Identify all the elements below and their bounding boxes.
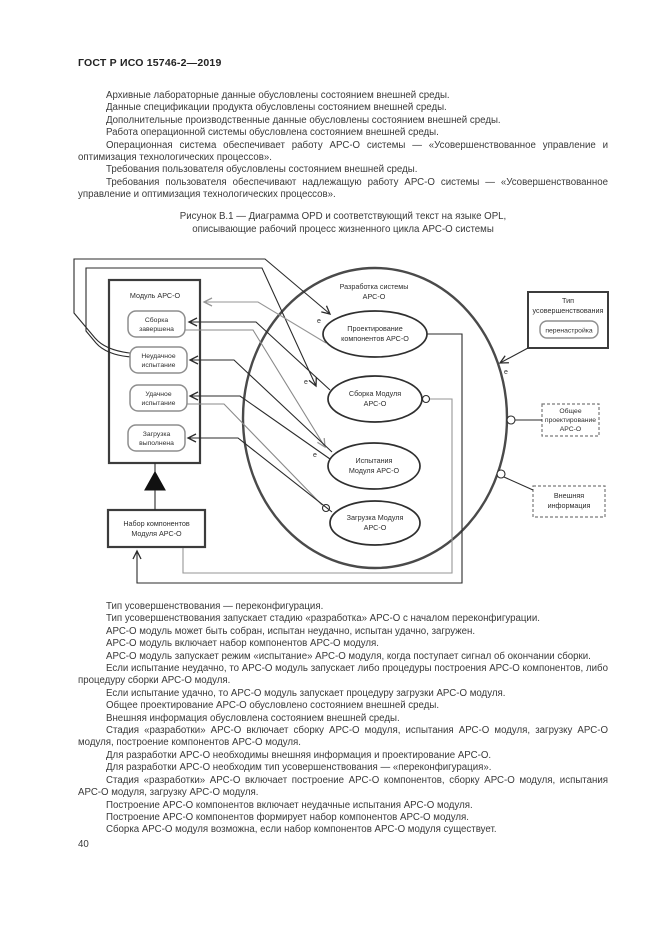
process-module-testing xyxy=(327,442,421,490)
event-label: e xyxy=(313,452,317,459)
paragraph: Архивные лабораторные данные обусловлены… xyxy=(106,90,450,101)
external-info-label: информация xyxy=(548,501,591,510)
event-label: e xyxy=(304,379,308,386)
paragraph: Требования пользователя обеспечивают над… xyxy=(78,176,608,201)
system-ellipse-label: АРС-О xyxy=(363,292,386,301)
diagram-links xyxy=(73,258,542,584)
top-text-block: Архивные лабораторные данные обусловлены… xyxy=(78,90,608,202)
page-number: 40 xyxy=(78,839,89,850)
result-link-assembly-to-complete xyxy=(187,317,331,391)
instrument-line-external-info xyxy=(503,476,534,491)
components-set-box xyxy=(106,508,207,549)
process-label: Сборка Модуля xyxy=(349,389,401,398)
aggregation-triangle xyxy=(144,470,166,491)
state-label: Загрузка xyxy=(143,431,171,438)
paragraph: Построение АРС-О компонентов формирует н… xyxy=(106,811,469,823)
paragraph: Если испытание неудачно, то АРС-О модуль… xyxy=(78,663,608,687)
paragraph: Операционная система обеспечивает работу… xyxy=(78,139,608,164)
result-link-design-to-components xyxy=(132,333,463,584)
module-box-label: Модуль АРС-О xyxy=(130,291,181,300)
state-successful-test xyxy=(129,384,188,412)
state-assembly-complete xyxy=(127,310,186,338)
general-design-label: Общее xyxy=(559,407,581,415)
instrument-circle-general-design xyxy=(506,415,516,425)
general-design-box xyxy=(541,403,600,437)
paragraph: Внешняя информация обусловлена состояние… xyxy=(106,712,400,724)
figure-caption-line1: Рисунок В.1 — Диаграмма OPD и соответств… xyxy=(179,211,507,222)
figure-caption: Рисунок В.1 — Диаграмма OPD и соответств… xyxy=(78,211,608,236)
paragraph: Стадия «разработки» АРС-О включает постр… xyxy=(78,774,608,799)
bottom-text-block: Тип усовершенствования — переконфигураци… xyxy=(78,601,608,837)
condition-link-success-to-loading xyxy=(187,403,323,506)
event-link-fail-to-design xyxy=(73,258,332,354)
process-label: Проектирование xyxy=(347,324,402,333)
components-box-label: Модуля АРС-О xyxy=(131,529,182,538)
reconfiguration-state xyxy=(539,320,599,339)
system-ellipse-label: Разработка системы xyxy=(340,282,409,291)
result-link-testing-to-fail xyxy=(188,355,333,453)
process-label: АРС-О xyxy=(364,399,387,408)
paragraph: Тип усовершенствования запускает стадию … xyxy=(106,613,540,625)
process-label: Испытания xyxy=(356,456,393,465)
paragraph: Требования пользователя обусловлены сост… xyxy=(106,164,418,176)
result-link-testing-to-success xyxy=(188,391,331,460)
paragraph: Данные спецификации продукта обусловлены… xyxy=(106,102,447,114)
process-module-assembly xyxy=(327,375,423,423)
state-failed-test xyxy=(129,346,188,374)
paragraph: Общее проектирование АРС-О обусловлено с… xyxy=(106,700,440,712)
paragraph: Работа операционной системы обусловлена … xyxy=(106,127,439,139)
state-label: Удачное xyxy=(145,391,171,398)
event-link-fail-to-assembly xyxy=(85,267,317,388)
paragraph: Построение АРС-О компонентов включает не… xyxy=(106,799,473,811)
paragraph: Тип усовершенствования — переконфигураци… xyxy=(106,601,324,612)
process-label: Загрузка Модуля xyxy=(347,513,404,522)
paragraph: АРС-О модуль запускает режим «испытание»… xyxy=(106,650,591,662)
instrument-circle-assembly xyxy=(421,394,431,404)
components-box-label: Набор компонентов xyxy=(123,519,189,528)
event-link-complete-to-testing xyxy=(184,329,326,449)
general-design-label: проектирование xyxy=(545,417,596,424)
paragraph: АРС-О модуль может быть собран, испытан … xyxy=(106,625,476,637)
paragraph: Сборка АРС-О модуля возможна, если набор… xyxy=(106,824,497,836)
result-link-design-to-module xyxy=(202,297,327,344)
paragraph: Стадия «разработки» АРС-О включает сборк… xyxy=(78,725,608,749)
process-module-loading xyxy=(329,500,421,546)
event-label: e xyxy=(317,318,321,325)
paragraph: Дополнительные производственные данные о… xyxy=(106,114,501,126)
result-link-loading-to-done xyxy=(186,433,333,513)
state-label: Неудачное xyxy=(141,353,175,360)
external-info-box xyxy=(532,485,606,518)
event-link-reconfig-to-development xyxy=(498,347,529,364)
external-info-label: Внешняя xyxy=(554,491,584,500)
process-label: Модуля АРС-О xyxy=(349,466,400,475)
state-label: завершена xyxy=(139,326,174,333)
state-label: Сборка xyxy=(145,316,168,324)
state-label: выполнена xyxy=(139,440,174,447)
process-component-design xyxy=(322,310,428,358)
process-label: компонентов АРС-О xyxy=(341,334,409,343)
reconfiguration-state-label: перенастройка xyxy=(545,327,593,335)
event-label: e xyxy=(504,369,508,376)
state-loading-done xyxy=(127,424,186,452)
instrument-link-components-to-assembly xyxy=(182,398,453,574)
instrument-circle-external-info xyxy=(496,469,506,479)
paragraph: Для разработки АРС-О необходим тип усове… xyxy=(106,762,492,774)
state-label: испытание xyxy=(142,362,176,369)
paragraph: Если испытание удачно, то АРС-О модуль з… xyxy=(106,687,506,699)
paragraph: АРС-О модуль включает набор компонентов … xyxy=(106,638,379,650)
improvement-box-label: усовершенствования xyxy=(533,306,604,315)
document-title: ГОСТ Р ИСО 15746-2—2019 xyxy=(78,57,222,69)
process-label: АРС-О xyxy=(364,523,387,532)
improvement-box-label: Тип xyxy=(562,296,574,305)
state-label: испытание xyxy=(142,400,176,407)
figure-caption-line2: описывающие рабочий процесс жизненного ц… xyxy=(192,223,494,235)
paragraph: Для разработки АРС-О необходимы внешняя … xyxy=(106,749,492,761)
general-design-label: АРС-О xyxy=(560,426,581,433)
